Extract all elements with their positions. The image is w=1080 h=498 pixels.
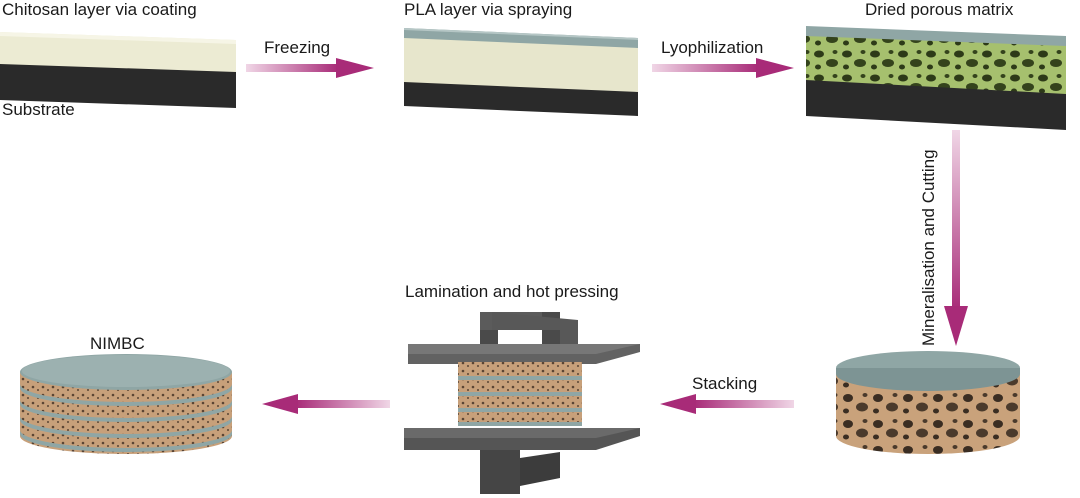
pla-title: PLA layer via spraying <box>404 0 573 19</box>
stacking-label: Stacking <box>692 374 758 393</box>
freezing-label: Freezing <box>264 38 331 57</box>
mineralisation-label: Mineralisation and Cutting <box>919 149 938 346</box>
porous-matrix-slab <box>806 26 1066 130</box>
mineralised-disk <box>836 351 1020 454</box>
arrow-freezing <box>246 58 374 78</box>
nimbc-title: NIMBC <box>90 334 145 353</box>
substrate-layer <box>0 60 236 108</box>
substrate-layer-3 <box>806 78 1066 130</box>
chitosan-title: Chitosan layer via coating <box>2 0 197 19</box>
pla-slab <box>404 28 638 116</box>
hot-press <box>404 312 640 494</box>
substrate-label: Substrate <box>2 100 75 119</box>
pla-layer <box>404 28 638 48</box>
arrow-mineralisation <box>944 130 968 346</box>
pla-layer-3 <box>806 26 1066 46</box>
lamination-title: Lamination and hot pressing <box>405 282 619 301</box>
porous-matrix-title: Dried porous matrix <box>865 0 1014 19</box>
arrow-stacking <box>660 394 794 414</box>
arrow-to-nimbc <box>262 394 390 414</box>
nimbc-disk <box>20 354 232 454</box>
chitosan-slab <box>0 32 236 108</box>
porous-green-layer <box>806 34 1066 94</box>
laminated-stack <box>458 362 582 426</box>
arrow-lyophilization <box>652 58 794 78</box>
chitosan-layer-2 <box>404 36 638 92</box>
lyophilization-label: Lyophilization <box>661 38 764 57</box>
